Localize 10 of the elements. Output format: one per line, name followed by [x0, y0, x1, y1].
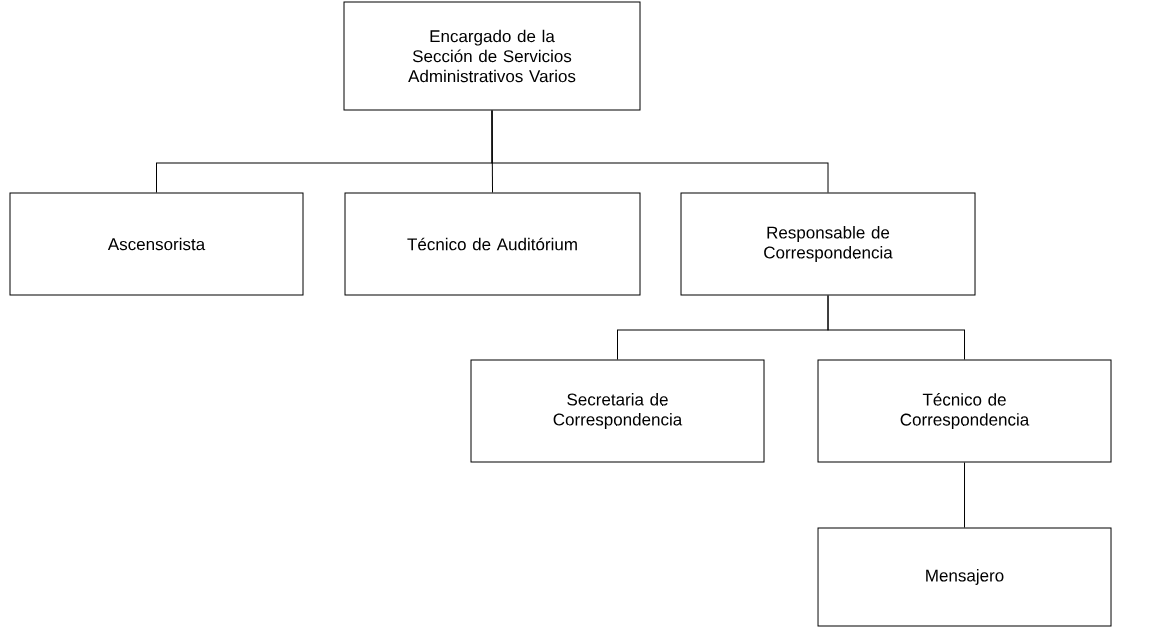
connector-line: [491, 110, 829, 193]
org-box: Ascensorista: [9, 192, 304, 296]
org-box: Mensajero: [817, 527, 1112, 627]
org-box: Técnico de Correspondencia: [817, 359, 1112, 463]
org-box: Técnico de Auditórium: [344, 192, 641, 296]
org-box: Secretaria de Correspondencia: [470, 359, 765, 463]
org-box: Responsable de Correspondencia: [680, 192, 976, 296]
connector-line: [827, 295, 965, 360]
connector-line: [964, 462, 965, 528]
org-box: Encargado de la Sección de Servicios Administrativos Varios: [343, 1, 641, 111]
